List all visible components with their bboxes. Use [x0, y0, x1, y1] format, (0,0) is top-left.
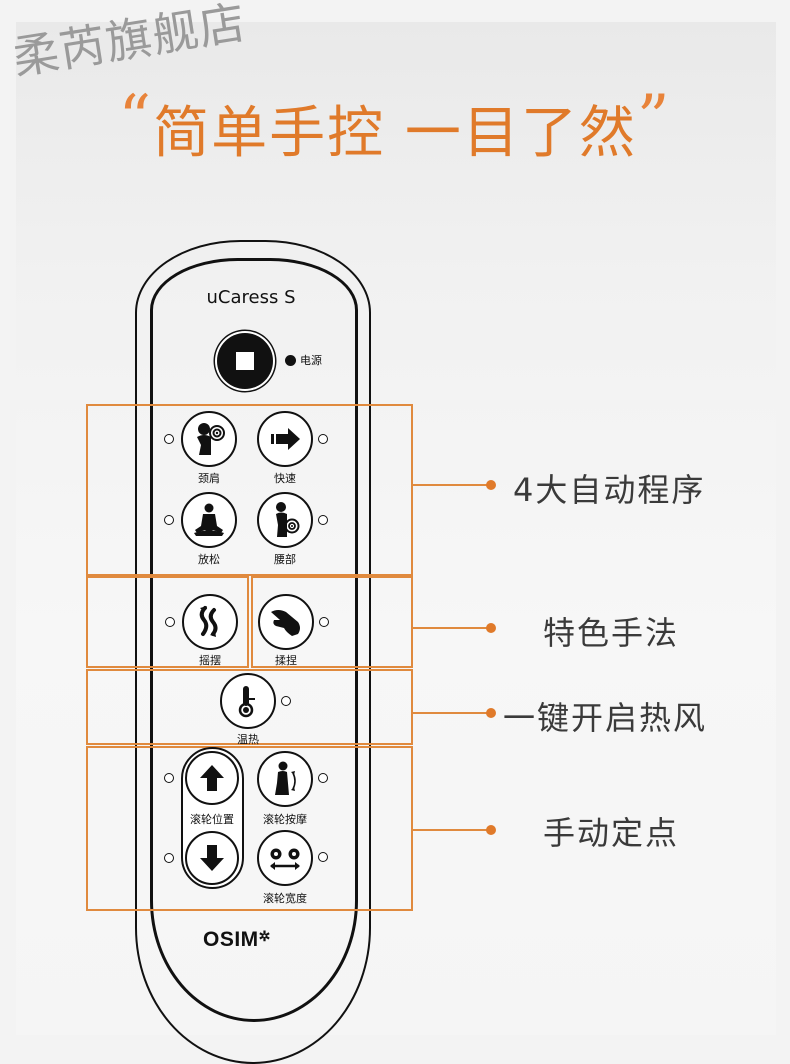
relax-button[interactable] [181, 492, 237, 548]
headline-text: 简单手控 一目了然 [153, 101, 637, 166]
label-knead: 揉捏 [275, 654, 297, 667]
lower-back-button[interactable] [257, 492, 313, 548]
roller-width-icon [270, 848, 300, 870]
led-neck-shoulder [164, 434, 174, 444]
label-neck-shoulder: 颈肩 [198, 472, 220, 485]
close-quote-icon: ” [636, 82, 672, 156]
led-roller-up [164, 773, 174, 783]
connector-dot-auto [486, 480, 496, 490]
heat-button[interactable] [220, 673, 276, 729]
arrow-down-icon [200, 845, 224, 871]
roller-up-button[interactable] [185, 751, 239, 805]
feature-heat: 一键开启热风 [503, 699, 708, 737]
thermometer-icon [238, 686, 255, 718]
led-roller-massage [318, 773, 328, 783]
stop-square-icon [236, 352, 254, 370]
led-swing [165, 617, 175, 627]
feature-special-techniques: 特色手法 [543, 614, 680, 652]
connector-heat [413, 712, 491, 714]
quick-button[interactable] [257, 411, 313, 467]
connector-dot-technique [486, 623, 496, 633]
led-roller-down [164, 853, 174, 863]
group-box-swing [86, 576, 249, 668]
connector-dot-heat [486, 708, 496, 718]
connector-manual [413, 829, 491, 831]
connector-dot-manual [486, 825, 496, 835]
label-roller-massage: 滚轮按摩 [263, 813, 307, 826]
power-button[interactable] [217, 333, 273, 389]
lower-back-icon [276, 502, 300, 537]
hand-knead-icon [271, 610, 300, 636]
group-box-knead [251, 576, 413, 668]
label-heat: 温热 [237, 733, 259, 746]
led-relax [164, 515, 174, 525]
neck-shoulder-button[interactable] [181, 411, 237, 467]
roller-down-button[interactable] [185, 831, 239, 885]
label-quick: 快速 [274, 472, 296, 485]
osim-figure-icon: ✲ [258, 928, 271, 944]
led-quick [318, 434, 328, 444]
label-roller-width: 滚轮宽度 [263, 892, 307, 905]
roller-massage-button[interactable] [257, 751, 313, 807]
led-knead [319, 617, 329, 627]
power-indicator [285, 355, 296, 366]
body-roller-icon [275, 761, 296, 795]
label-lower-back: 腰部 [274, 553, 296, 566]
led-lower-back [318, 515, 328, 525]
roller-width-button[interactable] [257, 830, 313, 886]
power-label: 电源 [300, 354, 322, 367]
open-quote-icon: “ [118, 82, 154, 156]
brand-logo: OSIM✲ [203, 928, 271, 952]
label-roller-position: 滚轮位置 [190, 813, 234, 826]
remote-outline-inner [150, 258, 358, 1022]
arrow-right-icon [271, 428, 300, 450]
group-box-manual [86, 746, 413, 911]
feature-manual: 手动定点 [543, 814, 680, 852]
model-name: uCaress S [206, 287, 296, 308]
page-headline: “简单手控 一目了然” [0, 82, 790, 169]
brand-name: OSIM [203, 928, 259, 951]
group-box-auto-programs [86, 404, 413, 576]
led-heat [281, 696, 291, 706]
meditation-icon [194, 503, 224, 536]
group-box-heat [86, 669, 413, 745]
knead-button[interactable] [258, 594, 314, 650]
led-roller-width [318, 852, 328, 862]
swing-button[interactable] [182, 594, 238, 650]
label-relax: 放松 [198, 553, 220, 566]
connector-auto [413, 484, 491, 486]
arrow-up-icon [200, 765, 224, 791]
wave-swing-icon [199, 606, 218, 637]
neck-shoulder-icon [197, 423, 225, 455]
feature-auto-programs: 4大自动程序 [513, 471, 706, 509]
connector-technique [413, 627, 491, 629]
label-swing: 摇摆 [199, 654, 221, 667]
background-paper [16, 22, 776, 1035]
